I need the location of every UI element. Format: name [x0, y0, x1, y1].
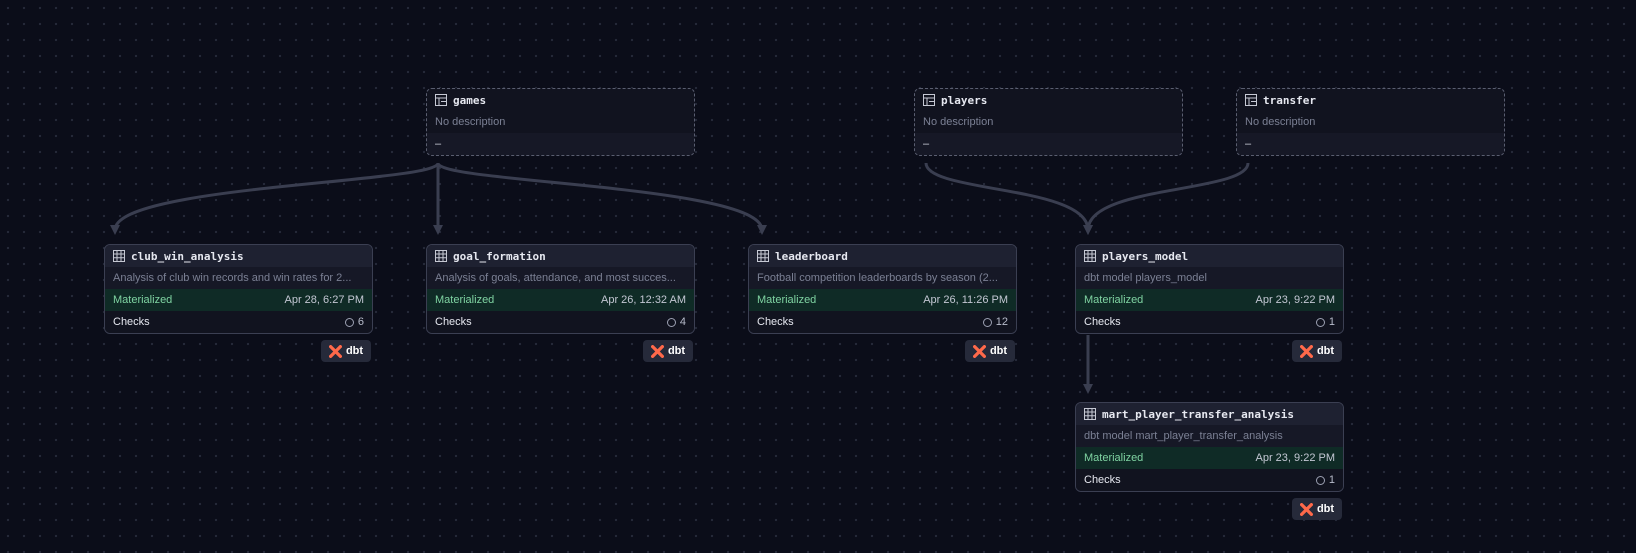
node-title: players — [941, 93, 988, 107]
checks-count: 1 — [1328, 316, 1335, 328]
table-icon — [1084, 250, 1096, 262]
circle-icon — [1315, 475, 1325, 485]
dbt-badge[interactable]: dbt — [1292, 498, 1342, 520]
checks-label: Checks — [1084, 316, 1121, 328]
table-icon — [1084, 408, 1096, 420]
materialized-status: Materialized — [113, 294, 173, 306]
badge-label: dbt — [667, 345, 686, 357]
source-node-players[interactable]: players No description – — [914, 88, 1183, 156]
badge-label: dbt — [1316, 345, 1335, 357]
source-node-transfer[interactable]: transfer No description – — [1236, 88, 1505, 156]
edge-players-players-model — [924, 162, 1093, 235]
circle-icon — [666, 317, 676, 327]
dbt-logo-icon — [972, 344, 986, 358]
source-node-games[interactable]: games No description – — [426, 88, 695, 156]
materialized-date: Apr 26, 12:32 AM — [601, 294, 686, 306]
node-description: No description — [435, 116, 506, 128]
materialized-status: Materialized — [1084, 452, 1144, 464]
checks-label: Checks — [113, 316, 150, 328]
materialized-date: Apr 23, 9:22 PM — [1255, 452, 1336, 464]
badge-label: dbt — [1316, 503, 1335, 515]
dbt-logo-icon — [328, 344, 342, 358]
dbt-badge[interactable]: dbt — [1292, 340, 1342, 362]
node-title: players_model — [1102, 249, 1189, 263]
circle-icon — [1315, 317, 1325, 327]
circle-icon — [982, 317, 992, 327]
table-source-icon — [1245, 94, 1257, 106]
node-description: No description — [923, 116, 994, 128]
dbt-badge[interactable]: dbt — [321, 340, 371, 362]
table-icon — [435, 250, 447, 262]
materialized-date: Apr 28, 6:27 PM — [284, 294, 365, 306]
node-title: goal_formation — [453, 249, 546, 263]
dbt-logo-icon — [1299, 502, 1313, 516]
checks-label: Checks — [1084, 474, 1121, 486]
checks-count: 6 — [357, 316, 364, 328]
node-description: Analysis of goals, attendance, and most … — [435, 272, 676, 284]
dbt-logo-icon — [1299, 344, 1313, 358]
materialized-date: Apr 23, 9:22 PM — [1255, 294, 1336, 306]
table-source-icon — [923, 94, 935, 106]
model-node-mart-player-transfer-analysis[interactable]: mart_player_transfer_analysis dbt model … — [1075, 402, 1344, 492]
checks-count: 1 — [1328, 474, 1335, 486]
node-meta: – — [923, 138, 930, 150]
table-icon — [113, 250, 125, 262]
model-node-players-model[interactable]: players_model dbt model players_model Ma… — [1075, 244, 1344, 334]
node-title: games — [453, 93, 487, 107]
edge-transfer-players-model — [1083, 162, 1250, 235]
badge-label: dbt — [989, 345, 1008, 357]
circle-icon — [344, 317, 354, 327]
materialized-status: Materialized — [435, 294, 495, 306]
model-node-leaderboard[interactable]: leaderboard Football competition leaderb… — [748, 244, 1017, 334]
node-description: No description — [1245, 116, 1316, 128]
checks-label: Checks — [435, 316, 472, 328]
checks-label: Checks — [757, 316, 794, 328]
node-title: leaderboard — [775, 249, 848, 263]
model-node-club-win-analysis[interactable]: club_win_analysis Analysis of club win r… — [104, 244, 373, 334]
node-meta: – — [1245, 138, 1252, 150]
materialized-status: Materialized — [757, 294, 817, 306]
checks-count: 12 — [995, 316, 1008, 328]
node-description: Analysis of club win records and win rat… — [113, 272, 352, 284]
edge-games-leaderboard — [436, 161, 767, 235]
checks-count: 4 — [679, 316, 686, 328]
dbt-badge[interactable]: dbt — [965, 340, 1015, 362]
node-title: transfer — [1263, 93, 1316, 107]
table-source-icon — [435, 94, 447, 106]
badge-label: dbt — [345, 345, 364, 357]
node-description: Football competition leaderboards by sea… — [757, 272, 998, 284]
materialized-date: Apr 26, 11:26 PM — [923, 294, 1008, 306]
dbt-logo-icon — [650, 344, 664, 358]
materialized-status: Materialized — [1084, 294, 1144, 306]
node-title: club_win_analysis — [131, 249, 244, 263]
node-description: dbt model mart_player_transfer_analysis — [1084, 430, 1283, 442]
node-title: mart_player_transfer_analysis — [1102, 407, 1295, 421]
node-description: dbt model players_model — [1084, 272, 1207, 284]
node-meta: – — [435, 138, 442, 150]
model-node-goal-formation[interactable]: goal_formation Analysis of goals, attend… — [426, 244, 695, 334]
dbt-badge[interactable]: dbt — [643, 340, 693, 362]
edge-games-club-win-analysis — [110, 161, 440, 235]
table-icon — [757, 250, 769, 262]
